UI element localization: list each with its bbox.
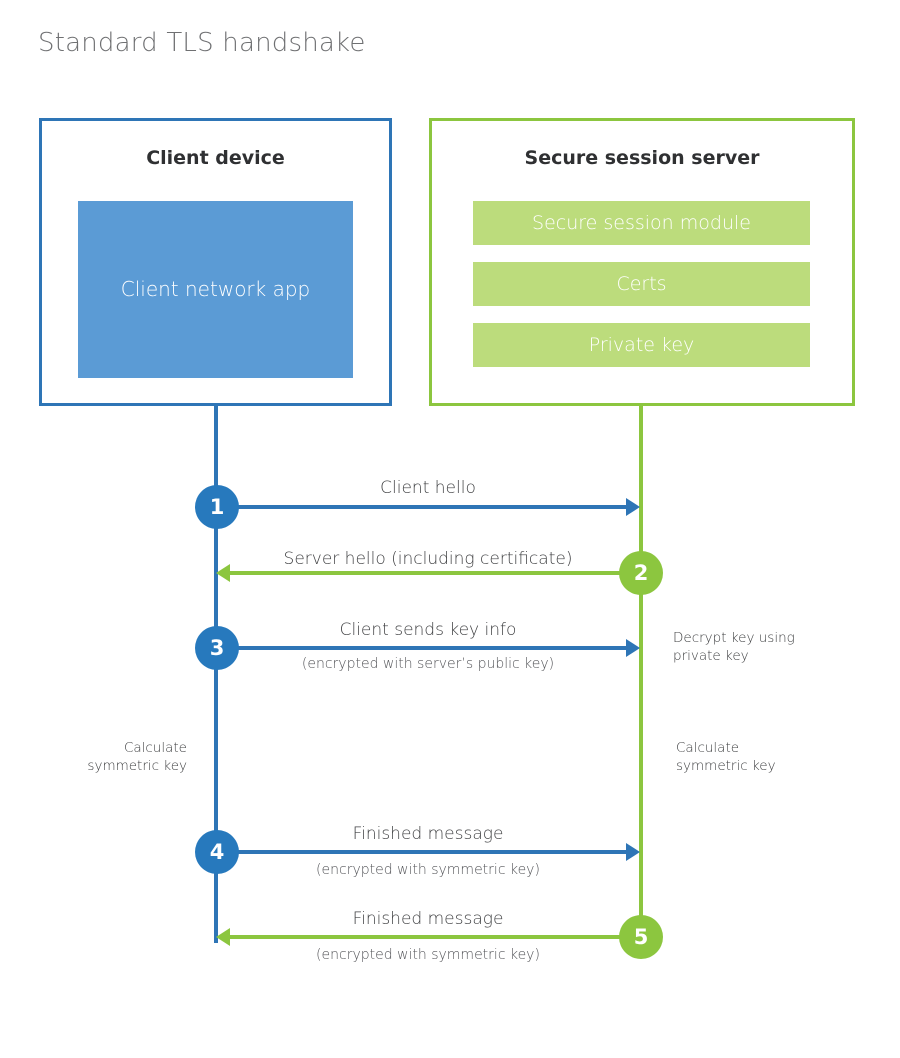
step-1-arrow-head-right-icon bbox=[626, 498, 640, 516]
step-1-arrow-line bbox=[216, 505, 626, 509]
step-2-circle: 2 bbox=[619, 551, 663, 595]
step-5-label: Finished message bbox=[352, 909, 504, 929]
server-component-label: Certs bbox=[616, 273, 667, 295]
client-device-title: Client device bbox=[146, 147, 285, 169]
step-3-circle: 3 bbox=[195, 626, 239, 670]
step-1-label: Client hello bbox=[380, 478, 476, 498]
annotation-decrypt-key-line2: private key bbox=[673, 648, 749, 665]
annotation-decrypt-key: Decrypt key using private key bbox=[673, 629, 853, 665]
step-1-circle: 1 bbox=[195, 485, 239, 529]
step-5-sublabel: (encrypted with symmetric key) bbox=[316, 947, 540, 963]
step-5-circle: 5 bbox=[619, 915, 663, 959]
step-4-sublabel: (encrypted with symmetric key) bbox=[316, 862, 540, 878]
step-4-arrow-head-right-icon bbox=[626, 843, 640, 861]
client-device-box: Client device Client network app bbox=[39, 118, 392, 406]
server-component-secure-session-module: Secure session module bbox=[473, 201, 810, 245]
step-2-arrow-head-left-icon bbox=[216, 564, 230, 582]
secure-session-server-box: Secure session server Secure session mod… bbox=[429, 118, 855, 406]
step-5-arrow-head-left-icon bbox=[216, 928, 230, 946]
page-title: Standard TLS handshake bbox=[38, 28, 366, 58]
step-3-arrow-line bbox=[216, 646, 626, 650]
step-2-label: Server hello (including certificate) bbox=[283, 549, 573, 569]
step-4-arrow-line bbox=[216, 850, 626, 854]
server-lifeline bbox=[639, 406, 643, 939]
step-5-arrow-line bbox=[230, 935, 641, 939]
step-3-arrow-head-right-icon bbox=[626, 639, 640, 657]
annotation-calc-server-line2: symmetric key bbox=[676, 758, 776, 775]
server-component-private-key: Private key bbox=[473, 323, 810, 367]
step-3-label: Client sends key info bbox=[339, 620, 517, 640]
annotation-decrypt-key-line1: Decrypt key using bbox=[673, 630, 795, 646]
annotation-calculate-symmetric-key-client: Calculate symmetric key bbox=[20, 739, 187, 775]
step-3-number: 3 bbox=[209, 636, 225, 660]
server-component-certs: Certs bbox=[473, 262, 810, 306]
annotation-calc-server-line1: Calculate bbox=[676, 740, 740, 756]
step-4-circle: 4 bbox=[195, 830, 239, 874]
server-component-label: Secure session module bbox=[532, 212, 751, 234]
step-2-arrow-line bbox=[230, 571, 641, 575]
client-lifeline bbox=[214, 406, 218, 943]
step-4-number: 4 bbox=[209, 840, 225, 864]
step-3-sublabel: (encrypted with server’s public key) bbox=[301, 656, 555, 672]
client-network-app-label: Client network app bbox=[120, 277, 311, 302]
annotation-calc-client-line1: Calculate bbox=[123, 740, 187, 756]
step-2-number: 2 bbox=[633, 561, 649, 585]
annotation-calc-client-line2: symmetric key bbox=[87, 758, 187, 775]
step-1-number: 1 bbox=[209, 495, 225, 519]
secure-session-server-title: Secure session server bbox=[524, 147, 760, 169]
step-5-number: 5 bbox=[633, 925, 649, 949]
annotation-calculate-symmetric-key-server: Calculate symmetric key bbox=[676, 739, 856, 775]
step-4-label: Finished message bbox=[352, 824, 504, 844]
client-network-app-block: Client network app bbox=[78, 201, 353, 378]
server-component-label: Private key bbox=[588, 334, 695, 356]
